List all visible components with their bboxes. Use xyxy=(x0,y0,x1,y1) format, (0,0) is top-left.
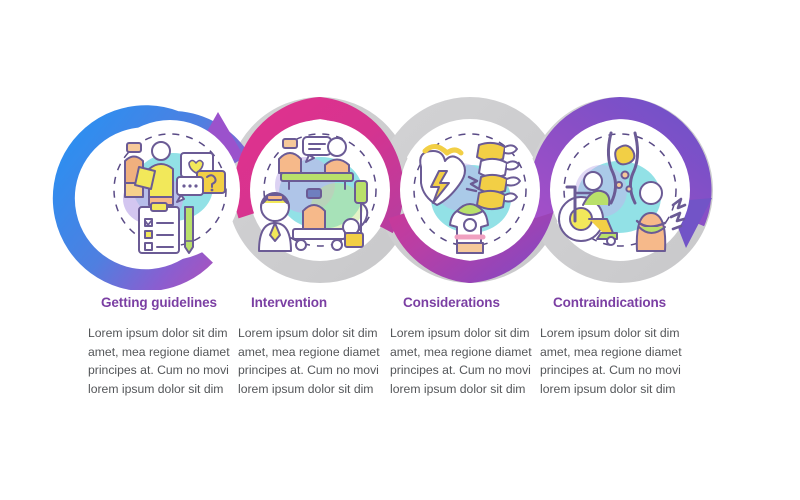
step-2-heading: Intervention xyxy=(251,295,328,310)
ring-4-gradient-arc xyxy=(530,96,712,227)
step-text-columns: Getting guidelines Lorem ipsum dolor sit… xyxy=(0,295,800,500)
heart-spine-pain-icon xyxy=(395,115,545,265)
step-column-1: Getting guidelines Lorem ipsum dolor sit… xyxy=(88,295,248,398)
doctor-consultation-icon xyxy=(95,115,245,265)
step-1-body: Lorem ipsum dolor sit dim amet, mea regi… xyxy=(88,326,230,396)
ring-4-dashed-guide xyxy=(563,133,677,247)
ring-2-gradient-arc xyxy=(234,96,404,234)
ring-chain xyxy=(52,96,713,290)
step-2-body: Lorem ipsum dolor sit dim amet, mea regi… xyxy=(238,326,380,396)
step-column-2: Intervention Lorem ipsum dolor sit dim a… xyxy=(238,295,398,398)
step-column-4: Contraindications Lorem ipsum dolor sit … xyxy=(540,295,700,398)
step-1-heading: Getting guidelines xyxy=(101,295,217,310)
step-3-heading: Considerations xyxy=(403,295,500,310)
step-4-body: Lorem ipsum dolor sit dim amet, mea regi… xyxy=(540,326,682,396)
wheelchair-nerve-pain-icon xyxy=(545,115,695,265)
surgery-intervention-icon xyxy=(245,115,395,265)
step-column-3: Considerations Lorem ipsum dolor sit dim… xyxy=(390,295,550,398)
ring-2-dashed-guide xyxy=(263,133,377,247)
step-4-heading: Contraindications xyxy=(553,295,667,310)
step-3-body: Lorem ipsum dolor sit dim amet, mea regi… xyxy=(390,326,532,396)
